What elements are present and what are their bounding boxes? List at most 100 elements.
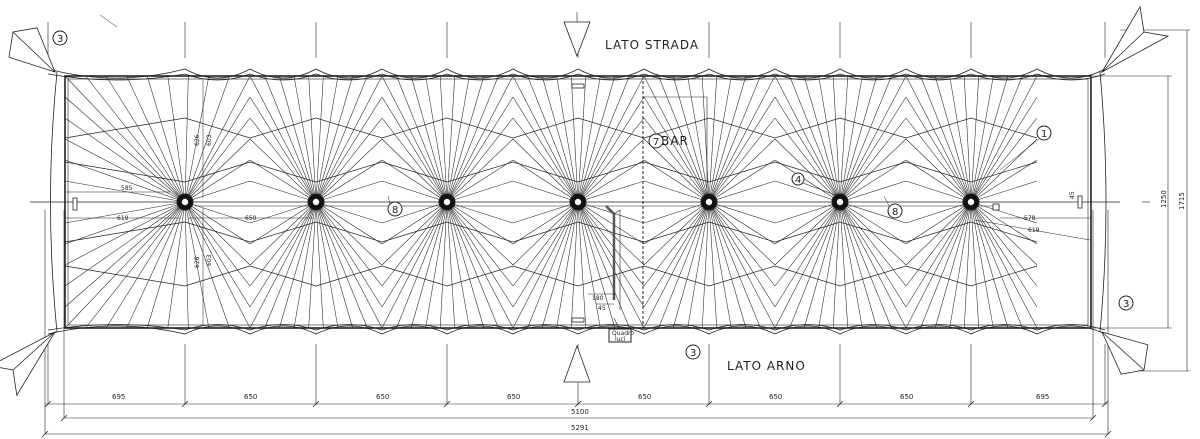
service-duct-outline [613,209,621,310]
radial-cable [64,201,186,245]
radial-cable [643,201,710,245]
radial-cable [949,201,972,329]
radial-cable [293,201,317,329]
radial-cable [527,75,579,203]
dim-bay-3: 650 [376,393,389,401]
radial-cable [577,75,645,203]
dim-bay-5: 650 [638,393,651,401]
radial-cable [708,75,732,203]
radial-cable [425,201,448,329]
mast-pole-core [836,198,844,206]
radial-cable [970,201,980,329]
radial-cable [249,138,317,203]
radial-cable [381,201,448,266]
radial-cable [512,159,579,203]
radial-cable [315,159,383,203]
radial-cable [184,96,251,203]
radial-cable [410,75,448,203]
radial-cable [970,201,994,329]
river-side-label: LATO ARNO [727,359,806,373]
radial-cable [643,201,710,266]
radial-cable [970,201,1038,287]
radial-cable [839,138,907,203]
radial-cable [774,96,841,203]
radial-cable [577,117,645,203]
dim-mid-180: 180 [592,295,604,302]
radial-cable [708,201,776,224]
radial-cable [279,201,317,329]
marker-7: 7 [648,133,664,149]
seam-line-4 [64,265,1038,287]
dim-left-619: 619 [117,215,129,222]
radial-cable [708,117,776,203]
dim-tick [312,400,320,408]
dim-tick [60,414,68,422]
radial-cable [708,201,776,329]
dim-height-outer: 1715 [1178,192,1186,210]
radial-cable [184,117,251,203]
radial-cable [446,75,485,203]
radial-cable [184,201,251,329]
radial-cable [839,75,878,203]
radial-cable [905,75,972,203]
marker-3-bottom: 3 [685,344,701,360]
radial-cable [184,75,251,203]
radial-cable [184,75,230,203]
radial-cable [249,201,317,308]
radial-cable [541,75,579,203]
radial-cable [184,201,230,329]
light-control-box: Quadro luci [608,328,634,343]
radial-cable [577,201,616,329]
radial-cable [381,180,448,203]
radial-cable [905,117,972,203]
radial-cable [803,75,841,203]
radial-cable [570,75,579,203]
svg-text:7: 7 [653,137,659,148]
radial-cable [970,201,1038,329]
radial-cable [839,201,907,308]
bar-label: BAR [661,134,689,148]
radial-cable [708,75,776,203]
radial-cable [672,201,710,329]
triangle-marker-bottom [563,344,591,383]
radial-cable [446,201,514,329]
svg-text:luci: luci [615,336,626,343]
dim-helper-619-right [974,219,1091,241]
radial-cable [708,201,776,245]
radial-cable [167,75,186,203]
dim-bay-4: 650 [507,393,520,401]
radial-cable [249,75,317,203]
radial-cable [970,75,980,203]
radial-cable [105,75,186,203]
radial-cable [774,75,841,203]
radial-cable [643,117,710,203]
radial-cable [381,201,448,245]
radial-cable [249,201,317,266]
radial-cable [708,75,747,203]
radial-cable [774,138,841,203]
radial-cable [249,201,317,245]
radial-cable [446,201,514,266]
radial-cable [839,201,878,329]
leader-marker-4 [802,182,839,197]
radial-cable [64,180,186,203]
radial-cable [279,75,317,203]
drain-fixture [571,317,585,323]
dim-bay-2: 650 [244,393,257,401]
radial-cable [905,159,972,203]
radial-cable [774,201,841,266]
radial-cable [934,201,972,329]
radial-cable [934,75,972,203]
radial-cable [446,117,514,203]
radial-cable [264,75,317,203]
radial-cable [577,159,645,203]
seam-line-1 [64,117,1038,139]
radial-cable [512,201,579,224]
radial-cable [249,180,317,203]
radial-cable [512,138,579,203]
radial-cable [308,201,317,329]
radial-cable [970,201,1009,329]
radial-cable [708,96,776,203]
radial-cable [905,96,972,203]
radial-cable [446,138,514,203]
